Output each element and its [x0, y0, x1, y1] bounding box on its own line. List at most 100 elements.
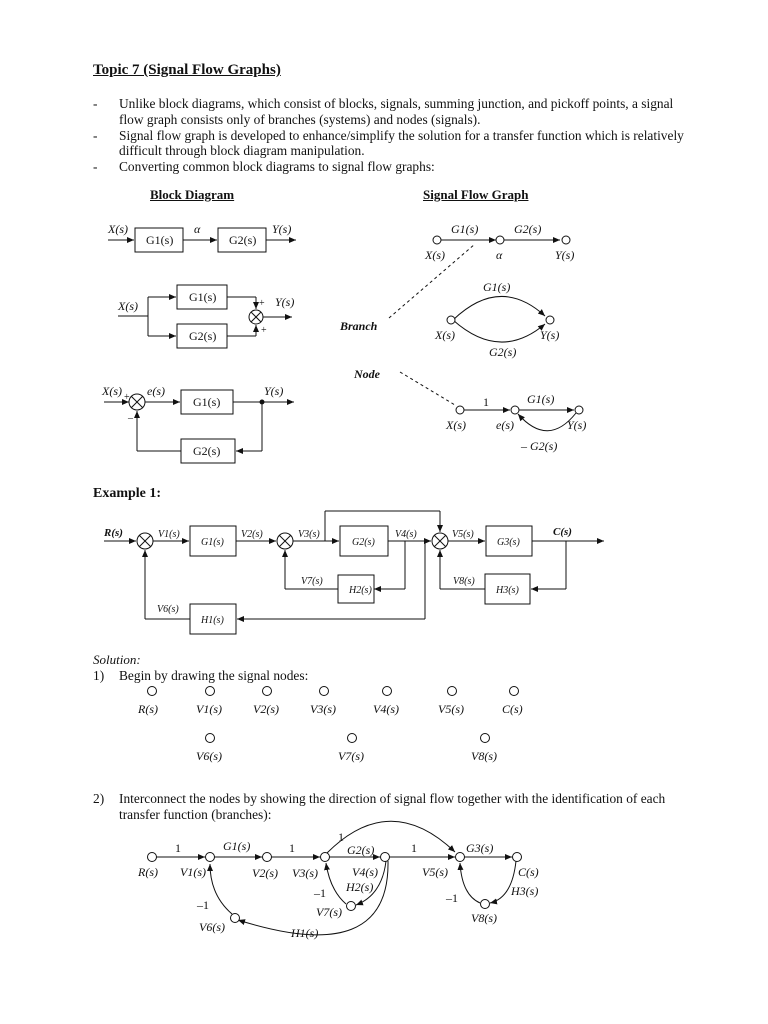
node-v8	[480, 899, 490, 909]
label-x: X(s)	[101, 384, 122, 398]
intro-bullets: - Unlike block diagrams, which consist o…	[93, 96, 693, 175]
label-y: Y(s)	[567, 418, 586, 432]
node-label: V2(s)	[253, 702, 279, 716]
gain-one: 1	[289, 841, 295, 855]
label-v6: V6(s)	[199, 920, 225, 934]
label-v3: V3(s)	[292, 866, 318, 880]
block-g1	[176, 284, 228, 310]
block-h3	[484, 573, 531, 605]
node-v1	[205, 852, 215, 862]
label-r: R(s)	[103, 527, 123, 539]
block-diagram-parallel: X(s) G1(s) G2(s) + + Y(s)	[117, 284, 294, 349]
block-g3	[485, 525, 533, 557]
node-v3	[319, 686, 329, 696]
label-g2: G2(s)	[189, 329, 216, 343]
block-g1	[189, 525, 237, 557]
label-v7: V7(s)	[316, 905, 342, 919]
step-number: 1)	[93, 668, 105, 683]
label-y: Y(s)	[540, 328, 559, 342]
node-c	[509, 686, 519, 696]
label-v4: V4(s)	[352, 865, 378, 879]
gain-one: 1	[175, 841, 181, 855]
bullet-dash: -	[93, 96, 98, 111]
label-g1: G1(s)	[451, 222, 478, 236]
node-v1	[205, 686, 215, 696]
label-v7: V7(s)	[301, 576, 323, 587]
label-y: Y(s)	[264, 384, 283, 398]
node-v6	[205, 733, 215, 743]
node-r	[147, 686, 157, 696]
node-intermediate	[495, 235, 505, 245]
node-label: V8(s)	[471, 749, 497, 763]
solution-label: Solution:	[93, 652, 141, 667]
block-g2	[339, 525, 389, 557]
gain-neg-one: –1	[445, 891, 458, 905]
label-x: X(s)	[424, 248, 445, 262]
gain-one: 1	[338, 830, 344, 844]
block-diagram-heading: Block Diagram	[150, 187, 235, 202]
label-neg-g2: – G2(s)	[520, 439, 557, 453]
bullet-text: Converting common block diagrams to sign…	[119, 159, 435, 175]
label-v5: V5(s)	[422, 865, 448, 879]
sfg-feedback: 1 G1(s) X(s) e(s) Y(s) – G2(s)	[445, 392, 586, 453]
node-v7	[347, 733, 357, 743]
bullet-item: - Signal flow graph is developed to enha…	[93, 128, 693, 160]
gain-neg-one: –1	[313, 886, 326, 900]
node-y	[545, 315, 555, 325]
node-v3	[320, 852, 330, 862]
block-diagram-series: X(s) G1(s) α G2(s) Y(s)	[107, 222, 296, 253]
node-v8	[480, 733, 490, 743]
bullet-text: Signal flow graph is developed to enhanc…	[119, 127, 684, 159]
bullet-item: - Unlike block diagrams, which consist o…	[93, 96, 693, 128]
node-y	[574, 405, 584, 415]
node-v7	[346, 901, 356, 911]
label-v6: V6(s)	[157, 604, 179, 615]
label-one: 1	[483, 395, 489, 409]
label-y: Y(s)	[272, 222, 291, 236]
bullet-text: Unlike block diagrams, which consist of …	[119, 96, 674, 127]
node-y	[561, 235, 571, 245]
step-2: 2) Interconnect the nodes by showing the…	[93, 791, 693, 823]
label-g2: G2(s)	[352, 537, 375, 548]
label-h3: H3(s)	[495, 585, 519, 596]
label-g2: G2(s)	[229, 233, 256, 247]
block-g2	[217, 227, 267, 253]
label-x: X(s)	[117, 299, 138, 313]
label-g1: G1(s)	[193, 395, 220, 409]
label-g2: G2(s)	[347, 843, 374, 857]
node-label: C(s)	[502, 702, 523, 716]
label-g3: G3(s)	[466, 841, 493, 855]
block-h1	[189, 603, 237, 635]
label-v2: V2(s)	[252, 866, 278, 880]
example-block-diagram: R(s) V1(s) G1(s) V2(s) V3(s) G2(s) V4(s)…	[103, 510, 604, 635]
step-text: Interconnect the nodes by showing the di…	[119, 791, 666, 822]
label-v5: V5(s)	[452, 529, 474, 540]
label-v8: V8(s)	[453, 576, 475, 587]
label-h1: H1(s)	[290, 926, 318, 940]
step2-signal-flow-graph: 1 G1(s) 1 G2(s) 1 1 G3(s) R(s) V1(s) V2(…	[137, 820, 539, 940]
node-v4	[382, 686, 392, 696]
node-v5	[447, 686, 457, 696]
plus-sign: +	[261, 325, 267, 336]
label-y: Y(s)	[555, 248, 574, 262]
node-v5	[455, 852, 465, 862]
step1-nodes: R(s) V1(s) V2(s) V3(s) V4(s) V5(s) C(s) …	[137, 686, 523, 763]
minus-sign: –	[127, 413, 134, 424]
node-label: V4(s)	[373, 702, 399, 716]
node-label: V5(s)	[438, 702, 464, 716]
step-number: 2)	[93, 791, 105, 806]
label-c: C(s)	[553, 526, 572, 538]
node-label: V6(s)	[196, 749, 222, 763]
bullet-dash: -	[93, 127, 98, 143]
label-x: X(s)	[445, 418, 466, 432]
label-v4: V4(s)	[395, 529, 417, 540]
label-y: Y(s)	[275, 295, 294, 309]
block-diagram-feedback: X(s) e(s) G1(s) Y(s) G2(s) + –	[101, 384, 294, 464]
label-c: C(s)	[518, 865, 539, 879]
node-c	[512, 852, 522, 862]
label-h1: H1(s)	[200, 615, 224, 626]
label-g1: G1(s)	[483, 280, 510, 294]
label-g2: G2(s)	[489, 345, 516, 359]
label-alpha: α	[496, 248, 503, 262]
